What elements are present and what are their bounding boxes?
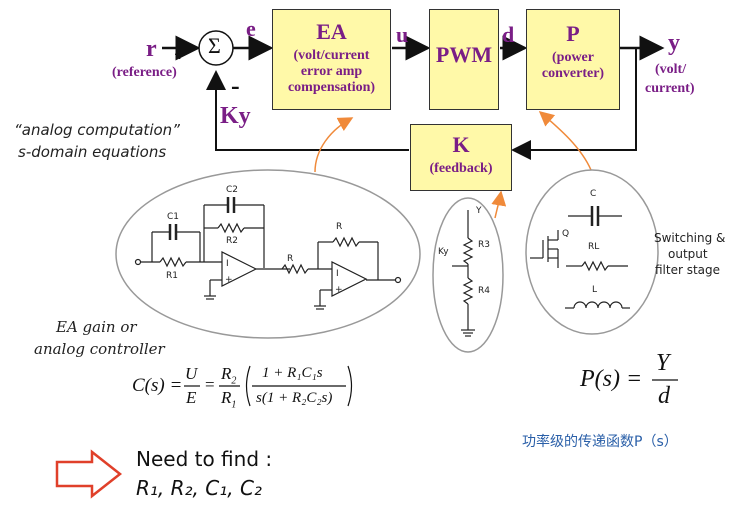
k-circuit-drawing <box>452 210 475 337</box>
cs-lhs: C(s) = <box>132 375 183 396</box>
pwm-block: PWM <box>429 9 499 110</box>
cs-den-term: s(1 + R₂C₂s) <box>256 390 333 406</box>
ea-block-line-1: (volt/current <box>293 48 370 63</box>
r-label-top: R <box>336 222 343 232</box>
cs-num-u: U <box>185 364 198 383</box>
switching-note-line-1: Switching & <box>654 231 726 245</box>
rl-label: RL <box>588 242 600 252</box>
need-to-find-title: Need to find : <box>136 447 273 471</box>
red-arrow-shape <box>55 449 123 499</box>
orange-arrow-k <box>491 190 507 219</box>
y-sub-label-2: current) <box>645 81 695 96</box>
u-label: u <box>396 22 409 47</box>
p-circuit-drawing <box>530 206 630 309</box>
ps-den-d: d <box>658 383 670 409</box>
r-sub-label: (reference) <box>112 65 177 80</box>
orange-arrow-p <box>538 111 592 171</box>
analog-note-line-2: s-domain equations <box>18 143 167 161</box>
p-block-title: P <box>566 21 580 46</box>
y-sub-label-1: (volt/ <box>655 62 687 77</box>
k-block-line-1: (feedback) <box>429 161 493 176</box>
svg-text:I: I <box>336 269 339 279</box>
cs-num-r2: R2 <box>221 364 237 387</box>
ea-block-line-3: compensation) <box>287 80 376 95</box>
pwm-block-title: PWM <box>435 42 493 67</box>
svg-text:I: I <box>226 259 229 269</box>
r1-label: R1 <box>166 271 178 281</box>
red-arrow-icon <box>57 452 121 498</box>
analog-note-line-1: “analog computation” <box>14 121 180 139</box>
cs-num-term: 1 + R₁C₁s <box>262 365 323 381</box>
k-y-label: Y <box>476 206 482 216</box>
ea-circuit-drawing: I + I + <box>134 197 402 310</box>
p-block-line-2: converter) <box>541 66 605 81</box>
ea-block-title: EA <box>316 19 347 44</box>
k-ky-label: Ky <box>438 247 449 257</box>
ps-lhs: P(s) = <box>580 366 643 392</box>
d-label: d <box>502 22 515 47</box>
ea-gain-note-line-1: EA gain or <box>56 318 137 336</box>
equation-lines <box>184 365 678 407</box>
p-block-line-1: (power <box>552 50 594 65</box>
ea-circuit-ellipse <box>115 169 421 339</box>
ea-gain-note-line-2: analog controller <box>34 340 165 358</box>
ea-block-line-2: error amp <box>300 64 363 79</box>
c2-label: C2 <box>226 185 239 195</box>
p-block: P (power converter) <box>526 9 620 110</box>
r4-label: R4 <box>478 286 490 296</box>
sum-symbol: Σ <box>208 33 221 58</box>
r3-label: R3 <box>478 240 490 250</box>
orange-arrow-ea <box>314 117 354 173</box>
minus-sign: - <box>231 71 240 100</box>
c-label: C <box>590 189 597 199</box>
need-to-find-vars: R₁, R₂, C₁, C₂ <box>136 476 262 500</box>
k-block: K (feedback) <box>410 124 512 191</box>
feedback-line-left <box>206 70 409 151</box>
l-label: L <box>592 285 598 295</box>
switching-note-line-2: output <box>668 247 708 261</box>
p-circuit-ellipse <box>525 169 659 335</box>
svg-text:+: + <box>225 275 233 285</box>
e-label: e <box>246 16 256 41</box>
ky-label: Ky <box>220 103 251 129</box>
ea-block: EA (volt/current error amp compensation) <box>272 9 391 110</box>
power-stage-transfer-label: 功率级的传递函数P（s） <box>522 434 678 450</box>
r-label-mid: R <box>287 254 294 264</box>
cs-den-e: E <box>186 388 197 407</box>
plus-sign: + <box>174 44 186 66</box>
r2-label: R2 <box>226 236 238 246</box>
q-label: Q <box>562 229 570 239</box>
svg-text:+: + <box>335 285 343 295</box>
k-block-title: K <box>452 132 470 157</box>
cs-den-r1: R1 <box>221 388 237 411</box>
feedback-line-right <box>511 48 637 160</box>
y-label: y <box>668 30 680 56</box>
ps-num-y: Y <box>656 350 670 376</box>
r-label: r <box>146 36 157 62</box>
switching-note-line-3: filter stage <box>655 263 721 277</box>
cs-equals: = <box>205 375 215 394</box>
c1-label: C1 <box>167 212 180 222</box>
